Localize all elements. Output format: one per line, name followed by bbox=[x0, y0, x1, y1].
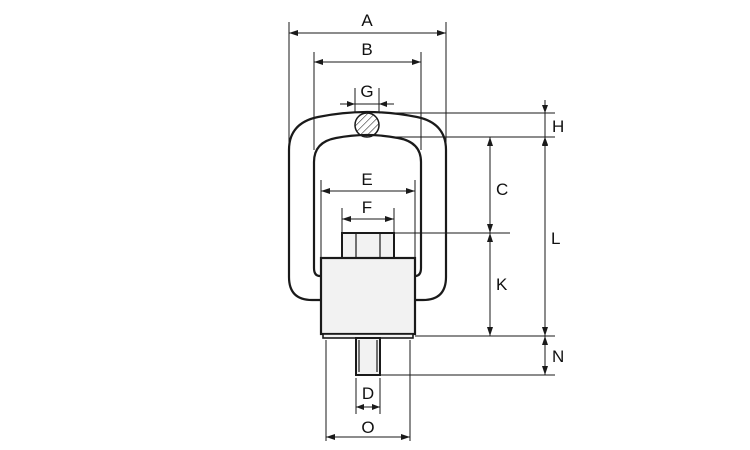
eyebolt-part bbox=[287, 110, 448, 376]
dimension-K bbox=[487, 233, 493, 336]
label-K: K bbox=[496, 275, 508, 294]
dimension-C bbox=[487, 137, 493, 233]
hex-nut bbox=[341, 232, 395, 261]
label-E: E bbox=[361, 170, 372, 189]
label-C: C bbox=[496, 180, 508, 199]
dimension-E bbox=[321, 188, 415, 194]
label-F: F bbox=[362, 198, 372, 217]
label-G: G bbox=[360, 82, 373, 101]
bail-section-hatched bbox=[354, 112, 380, 138]
label-H: H bbox=[552, 117, 564, 136]
dimension-L bbox=[542, 137, 548, 336]
dimension-B bbox=[314, 59, 421, 65]
label-N: N bbox=[552, 347, 564, 366]
dimension-D bbox=[356, 404, 380, 410]
threaded-stud bbox=[355, 337, 381, 376]
dimension-F bbox=[342, 216, 394, 222]
label-O: O bbox=[361, 418, 374, 437]
dimension-N bbox=[542, 336, 548, 375]
dimension-A bbox=[289, 30, 446, 36]
extension-lines bbox=[288, 22, 555, 441]
label-B: B bbox=[361, 40, 372, 59]
label-D: D bbox=[362, 384, 374, 403]
dimension-labels: A B G H C E F L K N D O bbox=[360, 11, 564, 437]
dimension-G bbox=[340, 101, 394, 107]
bail-outer-outline bbox=[287, 110, 448, 302]
dimension-O bbox=[326, 434, 410, 440]
swivel-body bbox=[319, 256, 417, 336]
label-A: A bbox=[361, 11, 373, 30]
label-L: L bbox=[551, 229, 560, 248]
